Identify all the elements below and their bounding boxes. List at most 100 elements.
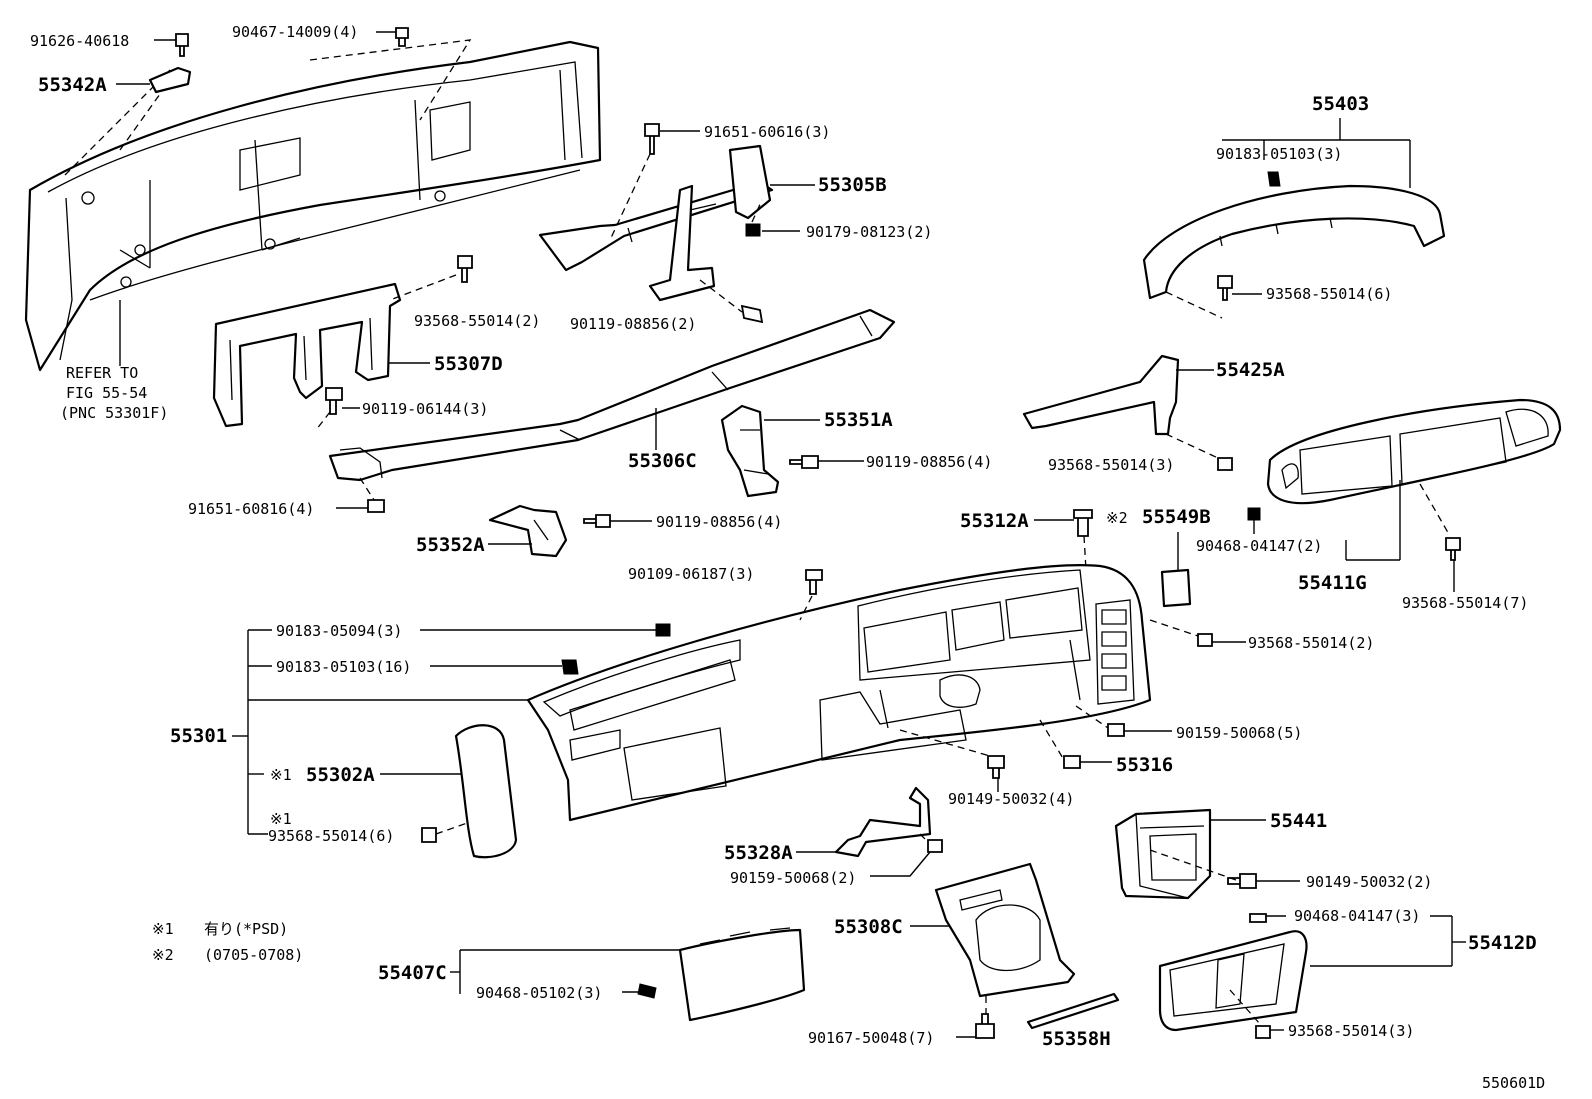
label-91626-40618: 91626-40618 [30,32,129,50]
garnish-55403-drawing [1142,184,1446,300]
clip-90183-05103-3-icon [1267,171,1281,187]
bolt-93568-55014-6b-icon [421,827,437,843]
bolt-90119-06144-icon [325,387,343,415]
figure-number: 550601D [1482,1074,1545,1092]
bezel-55412D-drawing [1158,930,1308,1032]
label-90149-50032-2: 90149-50032(2) [1306,873,1432,891]
label-55305B: 55305B [818,174,887,196]
bolt-93568-55014-2b-icon [1197,633,1213,647]
label-90119-08856-2: 90119-08856(2) [570,315,696,333]
bracket-55328A-drawing [834,786,932,858]
label-93568-55014-7: 93568-55014(7) [1402,594,1528,612]
label-93568-55014-3b: 93568-55014(3) [1288,1022,1414,1040]
label-90183-05094: 90183-05094(3) [276,622,402,640]
bracket-55307D-drawing [212,282,402,428]
bolt-90119-08856-2-icon [740,304,764,324]
bolt-93568-55014-2-icon [457,255,473,283]
label-55352A: 55352A [416,534,485,556]
label-90119-06144: 90119-06144(3) [362,400,488,418]
screw-91626-icon [175,33,189,57]
bolt-91651-60616-icon [644,123,660,155]
bracket-55352A-drawing [488,504,568,558]
bracket-55305B-drawing [538,144,774,302]
label-55549B-icon [1160,568,1192,608]
label-55407C: 55407C [378,962,447,984]
label-55425A: 55425A [1216,359,1285,381]
label-90183-05103-16: 90183-05103(16) [276,658,411,676]
label-55441: 55441 [1270,810,1327,832]
label-55316: 55316 [1116,754,1173,776]
label-90468-04147-3: 90468-04147(3) [1294,907,1420,925]
label-90109-06187: 90109-06187(3) [628,565,754,583]
bolt-90149-50032-2-icon [1227,873,1257,889]
label-93568-55014-2b: 93568-55014(2) [1248,634,1374,652]
bolt-90119-08856-4a-icon [789,455,819,469]
label-55308C: 55308C [834,916,903,938]
label-93568-55014-3a: 93568-55014(3) [1048,456,1174,474]
label-note-mark-1b: ※1 [270,810,292,828]
label-55403: 55403 [1312,93,1369,115]
label-90119-08856-4a: 90119-08856(4) [866,453,992,471]
note-1-mark: ※1 [152,920,174,938]
clip-55312A-icon [1073,509,1093,537]
cluster-panel-55411G-drawing [1266,398,1562,505]
label-91651-60816: 91651-60816(4) [188,500,314,518]
label-90167-50048: 90167-50048(7) [808,1029,934,1047]
note-2-mark: ※2 [152,946,174,964]
clip-90183-05103-16-icon [561,659,579,675]
label-55312A: 55312A [960,510,1029,532]
label-55328A: 55328A [724,842,793,864]
label-90468-04147-2: 90468-04147(2) [1196,537,1322,555]
knee-pad-55302A-drawing [454,724,518,859]
label-55412D: 55412D [1468,932,1537,954]
bolt-93568-55014-3a-icon [1217,457,1233,471]
label-93568-55014-6a: 93568-55014(6) [1266,285,1392,303]
label-90149-50032-4: 90149-50032(4) [948,790,1074,808]
plate-55308C-drawing [934,862,1076,998]
label-55302A: 55302A [306,764,375,786]
label-55306C: 55306C [628,450,697,472]
label-93568-55014-6b: 93568-55014(6) [268,827,394,845]
label-55351A: 55351A [824,409,893,431]
bracket-55342A-icon [148,66,192,94]
bolt-90149-50032-4-icon [987,755,1005,779]
reinforcement-55306C-drawing [328,308,896,482]
clip-90468-05102-icon [637,983,657,999]
clip-90468-04147-2-icon [1247,507,1261,521]
label-90119-08856-4b: 90119-08856(4) [656,513,782,531]
clip-90183-05094-icon [655,623,671,637]
label-90183-05103-3: 90183-05103(3) [1216,145,1342,163]
clip-90468-04147-3-icon [1249,913,1267,923]
bolt-93568-55014-6a-icon [1217,275,1233,301]
label-90467-14009: 90467-14009(4) [232,23,358,41]
label-refer-to: REFER TO [66,364,138,382]
upper-panel-drawing [24,39,602,372]
instrument-panel-55301-drawing [526,564,1152,822]
label-90468-05102: 90468-05102(3) [476,984,602,1002]
label-90159-50068-5: 90159-50068(5) [1176,724,1302,742]
label-55549B: 55549B [1142,506,1211,528]
label-refer-pnc: (PNC 53301F) [60,404,168,422]
bolt-90109-06187-icon [805,569,823,595]
label-93568-55014-2a: 93568-55014(2) [414,312,540,330]
label-55411G: 55411G [1298,572,1367,594]
bolt-91651-60816-icon [367,499,385,513]
bolt-90159-50068-5-icon [1107,723,1125,737]
label-55301: 55301 [170,725,227,747]
note-1-text: 有り(*PSD) [204,920,288,938]
bolt-90119-08856-4b-icon [583,514,611,528]
label-55358H: 55358H [1042,1028,1111,1050]
label-note-mark-1a: ※1 [270,766,292,784]
clip-55316-icon [1063,755,1081,769]
bolt-93568-55014-7-icon [1445,537,1461,561]
bracket-55425A-drawing [1022,354,1180,436]
bolt-93568-55014-3b-icon [1255,1025,1271,1039]
clip-90467-icon [395,27,409,47]
label-90179-08123: 90179-08123(2) [806,223,932,241]
label-55307D: 55307D [434,353,503,375]
label-55342A: 55342A [38,74,107,96]
label-note-mark-2: ※2 [1106,509,1128,527]
bracket-55351A-drawing [720,404,780,498]
note-2-text: (0705-0708) [204,946,303,964]
